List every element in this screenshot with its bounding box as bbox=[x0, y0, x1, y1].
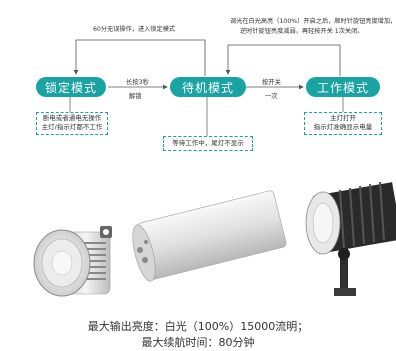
lamp-assembled-right bbox=[305, 181, 396, 296]
caption-line2: 最大续航时间：80分钟 bbox=[141, 336, 255, 349]
work-mode-pill: 工作模式 bbox=[306, 77, 380, 97]
lock-box-line2: 主灯/指示灯都不工作 bbox=[41, 123, 103, 131]
standby-mode-box: 等待工作中，尾灯不显示 bbox=[163, 136, 253, 151]
caption-line1: 最大输出亮度：白光（100%）15000流明； bbox=[87, 320, 309, 333]
standby-to-work-label-1: 按开关 bbox=[262, 79, 281, 86]
work-box-line1: 主灯打开 bbox=[330, 114, 356, 122]
auto-lock-note: 60分无误操作，进入锁定模式 bbox=[93, 26, 176, 33]
dimming-note-line2: 逆时针旋钮亮度减弱，再轻按开关 1次关闭。 bbox=[240, 28, 364, 35]
standby-mode-pill: 待机模式 bbox=[170, 77, 246, 97]
dimming-loop-arrow bbox=[225, 44, 341, 76]
lock-mode-pill: 锁定模式 bbox=[36, 77, 106, 97]
lock-to-standby-label-1: 长按3秒 bbox=[126, 79, 149, 86]
standby-to-work-label-2: 一次 bbox=[265, 93, 278, 100]
dimming-note-line1: 调光在白光高亮（100%）开启之后，顺时针旋钮亮度增加， bbox=[230, 18, 396, 25]
lock-to-standby-label-2: 解锁 bbox=[129, 93, 142, 100]
lock-mode-box: 断电或者通电无操作 主灯/指示灯都不工作 bbox=[36, 112, 108, 135]
battery-tube bbox=[132, 190, 287, 282]
product-illustration bbox=[33, 181, 396, 297]
lock-box-line1: 断电或者通电无操作 bbox=[42, 114, 102, 122]
work-mode-box: 主灯打开 指示灯准确显示电量 bbox=[304, 112, 382, 135]
lamp-head-left bbox=[33, 226, 112, 297]
work-box-line2: 指示灯准确显示电量 bbox=[313, 123, 373, 131]
auto-lock-arrow bbox=[73, 39, 206, 76]
